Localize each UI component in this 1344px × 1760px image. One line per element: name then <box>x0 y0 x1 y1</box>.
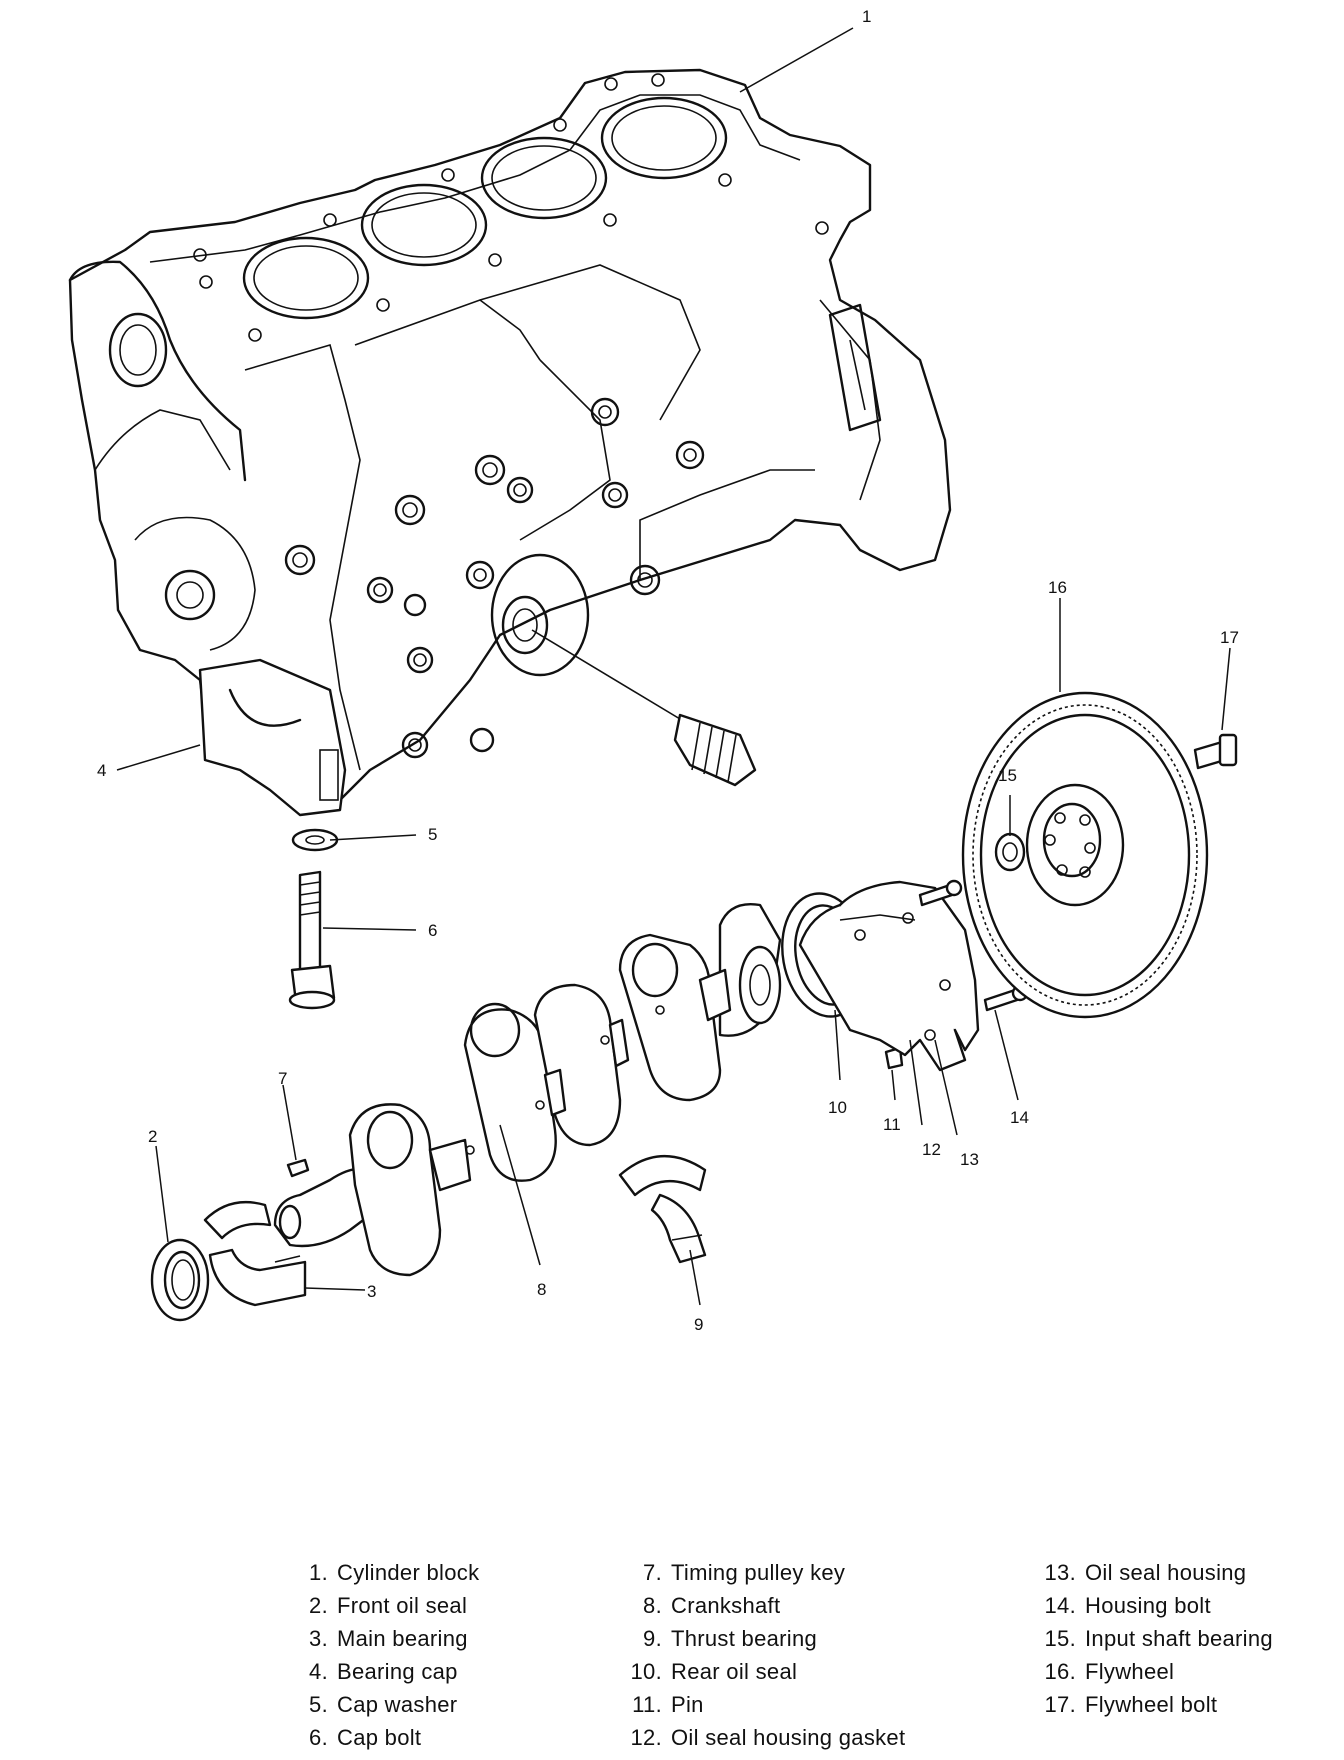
flywheel-bolt <box>1193 733 1238 770</box>
legend-item: 11.Pin <box>632 1692 704 1717</box>
callout-14: 14 <box>1010 1108 1029 1127</box>
legend-column-1: 1.Cylinder block 2.Front oil seal 3.Main… <box>298 1556 479 1754</box>
legend-item: 14.Housing bolt <box>1044 1593 1211 1618</box>
legend-item: 9.Thrust bearing <box>643 1626 818 1651</box>
oil-seal-housing <box>798 879 1029 1072</box>
legend-item: 7.Timing pulley key <box>643 1560 846 1585</box>
callout-7: 7 <box>278 1069 287 1088</box>
front-oil-seal <box>150 1238 210 1322</box>
legend-item: 10.Rear oil seal <box>630 1659 798 1684</box>
callout-12: 12 <box>922 1140 941 1159</box>
crankshaft <box>273 903 782 1277</box>
legend-item: 16.Flywheel <box>1044 1659 1175 1684</box>
callout-13: 13 <box>960 1150 979 1169</box>
legend-item: 12.Oil seal housing gasket <box>630 1725 906 1750</box>
callout-9: 9 <box>694 1315 703 1334</box>
legend-item: 8.Crankshaft <box>643 1593 781 1618</box>
legend-column-2: 7.Timing pulley key 8.Crankshaft 9.Thrus… <box>612 1556 906 1754</box>
cylinder-block <box>68 68 952 817</box>
callout-10: 10 <box>828 1098 847 1117</box>
callout-numbers: 1 2 3 4 5 6 7 8 9 10 11 12 13 14 15 16 1… <box>97 7 1239 1334</box>
legend-item: 15.Input shaft bearing <box>1044 1626 1273 1651</box>
callout-16: 16 <box>1048 578 1067 597</box>
callout-2: 2 <box>148 1127 157 1146</box>
main-bearing <box>203 1201 307 1307</box>
thrust-bearing <box>618 1155 707 1264</box>
callout-3: 3 <box>367 1282 376 1301</box>
flywheel <box>961 691 1209 1019</box>
legend-item: 3.Main bearing <box>309 1626 468 1651</box>
callout-5: 5 <box>428 825 437 844</box>
callout-11: 11 <box>883 1115 901 1134</box>
callout-15: 15 <box>998 766 1017 785</box>
legend-item: 1.Cylinder block <box>309 1560 480 1585</box>
timing-pulley-key <box>286 1158 310 1178</box>
callout-17: 17 <box>1220 628 1239 647</box>
legend-item: 4.Bearing cap <box>309 1659 458 1684</box>
callout-4: 4 <box>97 761 106 780</box>
legend-item: 5.Cap washer <box>309 1692 458 1717</box>
legend-item: 2.Front oil seal <box>309 1593 468 1618</box>
leader-lines <box>116 27 1231 1306</box>
callout-6: 6 <box>428 921 437 940</box>
callout-8: 8 <box>537 1280 546 1299</box>
exploded-engine-diagram: 1 2 3 4 5 6 7 8 9 10 11 12 13 14 15 16 1… <box>68 7 1239 1334</box>
cap-washer-and-bolt <box>288 828 339 1010</box>
legend-column-3: 13.Oil seal housing 14.Housing bolt 15.I… <box>1032 1556 1273 1721</box>
callout-1: 1 <box>862 7 871 26</box>
input-shaft-bearing <box>994 832 1026 872</box>
legend-item: 6.Cap bolt <box>309 1725 422 1750</box>
legend-item: 13.Oil seal housing <box>1044 1560 1247 1585</box>
legend-item: 17.Flywheel bolt <box>1044 1692 1218 1717</box>
